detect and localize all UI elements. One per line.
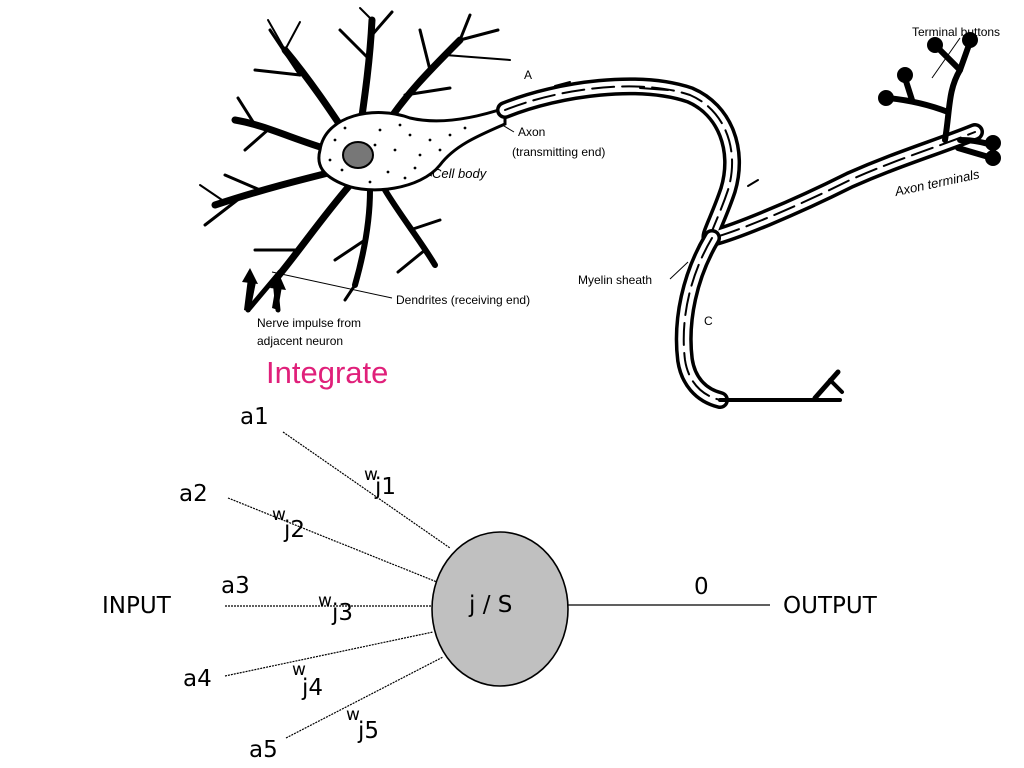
integrate-label: Integrate — [266, 355, 388, 390]
input-a5-label: a5 — [249, 737, 278, 763]
input-lines — [224, 431, 451, 739]
axon — [496, 77, 984, 409]
input-a1-label: a1 — [240, 404, 269, 430]
axon-terminals-label: Axon terminals — [893, 166, 982, 199]
terminal-buttons-label: Terminal buttons — [912, 25, 1000, 39]
input-line-5 — [285, 656, 444, 739]
weight-w2: w j2 — [272, 505, 305, 543]
svg-text:w: w — [292, 660, 306, 680]
weight-w3: w j3 — [318, 591, 353, 626]
point-a-label: A — [524, 68, 532, 82]
svg-text:w: w — [318, 591, 332, 611]
input-line-1 — [282, 431, 451, 549]
output-label: OUTPUT — [783, 593, 878, 619]
terminal-buttons — [878, 32, 1001, 166]
svg-text:j5: j5 — [357, 718, 379, 744]
myelin-sheath-label: Myelin sheath — [578, 273, 652, 287]
axon-label: Axon — [518, 125, 545, 139]
svg-text:j2: j2 — [283, 517, 305, 543]
weight-w1: w j1 — [364, 465, 396, 500]
svg-text:j1: j1 — [374, 474, 396, 500]
input-a2-label: a2 — [179, 481, 208, 507]
input-a4-label: a4 — [183, 666, 212, 692]
svg-text:w: w — [346, 705, 360, 725]
dendrites-label: Dendrites (receiving end) — [396, 293, 530, 307]
input-a3-label: a3 — [221, 573, 250, 599]
point-c-label: C — [704, 314, 713, 328]
input-label: INPUT — [102, 593, 172, 619]
svg-text:w: w — [364, 465, 378, 485]
weight-w4: w j4 — [292, 660, 323, 701]
axon-subtitle-label: (transmitting end) — [512, 145, 605, 159]
input-line-4 — [224, 631, 434, 677]
neuron-illustration: Terminal buttons A Axon (transmitting en… — [199, 7, 1001, 409]
summation-node — [431, 531, 569, 687]
nerve-impulse-label-line2: adjacent neuron — [257, 334, 343, 348]
weight-w5: w j5 — [346, 705, 379, 744]
nerve-impulse-label-line1: Nerve impulse from — [257, 316, 361, 330]
cell-body — [317, 105, 507, 192]
cell-body-label: Cell body — [432, 166, 488, 181]
svg-text:w: w — [272, 505, 286, 525]
nerve-impulse-arrows — [242, 268, 286, 312]
output-symbol: 0 — [694, 574, 709, 600]
svg-text:j3: j3 — [331, 600, 353, 626]
node-label: j / S — [468, 592, 512, 618]
svg-text:j4: j4 — [301, 675, 323, 701]
input-line-2 — [227, 497, 438, 583]
neuron-model-diagram: j / S a1 a2 a3 a4 a5 w j1 w j2 w j3 w j4… — [102, 404, 878, 763]
